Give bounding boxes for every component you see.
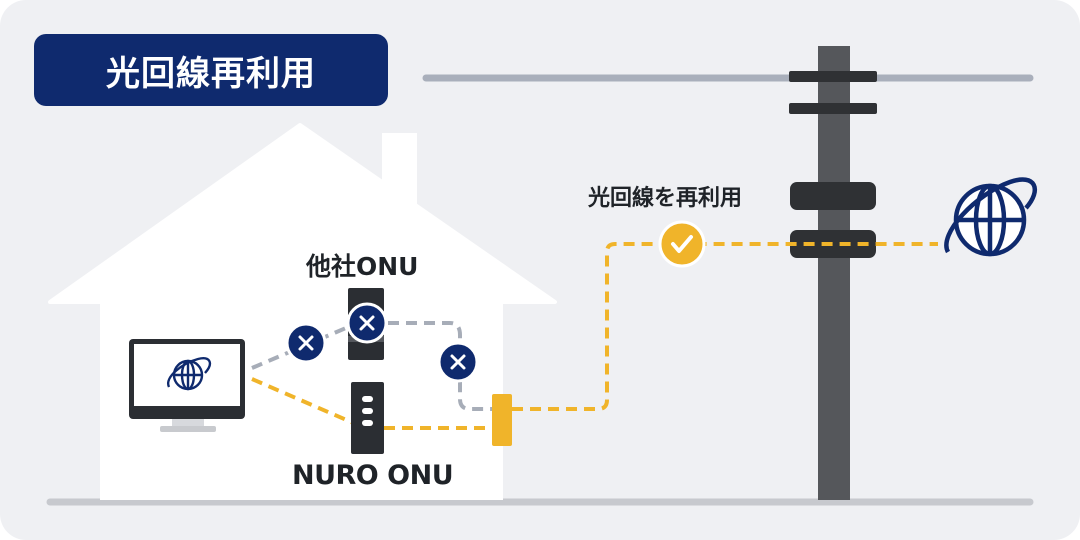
house bbox=[48, 123, 557, 500]
page-title: 光回線再利用 bbox=[34, 34, 388, 106]
nuro-onu-label: NURO ONU bbox=[292, 460, 454, 491]
x-circle-icon bbox=[285, 322, 327, 364]
other-onu-label: 他社ONU bbox=[306, 252, 419, 281]
computer-monitor bbox=[129, 339, 245, 432]
utility-pole bbox=[789, 46, 877, 500]
x-circle-icon bbox=[346, 302, 388, 344]
nuro-fiber-line bbox=[251, 242, 938, 430]
wall-outlet bbox=[492, 394, 512, 446]
x-circle-icon bbox=[437, 341, 479, 383]
check-circle-icon bbox=[658, 220, 706, 268]
monitor-globe-icon bbox=[167, 357, 212, 391]
line-reuse-label: 光回線を再利用 bbox=[588, 186, 743, 211]
nuro-onu-device bbox=[351, 382, 384, 454]
globe-icon bbox=[944, 177, 1037, 257]
